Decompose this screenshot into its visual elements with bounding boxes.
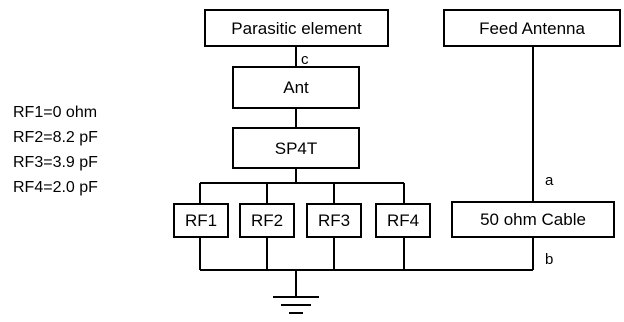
rf3-block: RF3: [306, 203, 362, 238]
node-label-c: c: [301, 51, 309, 68]
rf3-label: RF3: [318, 211, 350, 230]
ant-block: Ant: [232, 66, 360, 109]
component-values-legend: RF1=0 ohm RF2=8.2 pF RF3=3.9 pF RF4=2.0 …: [13, 104, 98, 196]
parasitic-element-block: Parasitic element: [204, 9, 389, 47]
legend-line-rf4: RF4=2.0 pF: [13, 179, 98, 196]
legend-line-rf3: RF3=3.9 pF: [13, 154, 98, 171]
rf4-block: RF4: [375, 203, 431, 238]
sp4t-label: SP4T: [275, 139, 318, 158]
legend-line-rf2: RF2=8.2 pF: [13, 129, 98, 146]
rf1-block: RF1: [173, 203, 229, 238]
feed-antenna-block: Feed Antenna: [443, 9, 621, 47]
rf4-label: RF4: [387, 211, 419, 230]
wires: [199, 46, 534, 297]
cable-label: 50 ohm Cable: [480, 210, 586, 229]
ground-icon: [273, 296, 319, 314]
rf2-label: RF2: [251, 211, 283, 230]
rf2-block: RF2: [239, 203, 295, 238]
cable-block: 50 ohm Cable: [451, 201, 615, 238]
node-label-b: b: [545, 251, 553, 268]
node-label-a: a: [545, 172, 554, 189]
ant-label: Ant: [283, 78, 309, 97]
rf1-label: RF1: [185, 211, 217, 230]
feed-antenna-label: Feed Antenna: [479, 19, 585, 38]
parasitic-element-label: Parasitic element: [231, 19, 362, 38]
sp4t-block: SP4T: [232, 127, 360, 169]
legend-line-rf1: RF1=0 ohm: [13, 104, 97, 121]
